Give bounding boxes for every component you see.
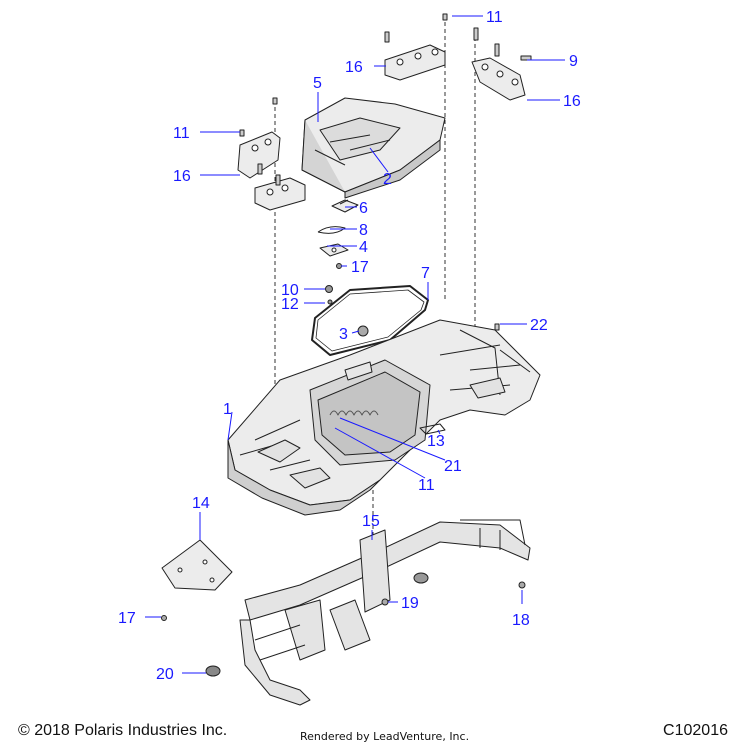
callout-12: 12 [281, 296, 299, 313]
callout-3: 3 [339, 326, 348, 343]
callout-22: 22 [530, 317, 548, 334]
callout-6: 6 [359, 200, 368, 217]
bracket-16-top [384, 44, 446, 81]
callout-19: 19 [401, 595, 419, 612]
callout-16: 16 [563, 93, 581, 110]
callout-18: 18 [512, 612, 530, 629]
spring-part-8 [317, 226, 346, 234]
small-fasteners [325, 263, 342, 305]
bracket-16-left-lower [254, 177, 306, 211]
bumper-part-3 [357, 325, 369, 337]
callout-7: 7 [421, 265, 430, 282]
fastener-part-18 [518, 581, 526, 589]
callout-2: 2 [383, 171, 392, 188]
latch-part-6 [331, 199, 359, 213]
rear-rack-part-1 [227, 319, 541, 516]
callout-10: 10 [281, 282, 299, 299]
callout-14: 14 [192, 495, 210, 512]
callout-15: 15 [362, 513, 380, 530]
callout-16: 16 [345, 59, 363, 76]
callout-9: 9 [569, 53, 578, 70]
callout-labels: 11 16 9 16 5 11 2 16 6 8 4 17 7 10 12 22… [118, 9, 581, 683]
parts-artwork [161, 13, 541, 706]
bracket-16-right [471, 57, 526, 101]
callout-leaders [145, 15, 565, 674]
callout-11: 11 [418, 477, 435, 494]
fastener-part-17b [161, 615, 167, 621]
callout-21: 21 [444, 458, 462, 475]
callout-13: 13 [427, 433, 445, 450]
callout-11: 11 [173, 125, 190, 142]
fastener-part-19 [381, 598, 389, 606]
callout-8: 8 [359, 222, 368, 239]
grommet-part [413, 572, 429, 584]
storage-cover-part [301, 97, 446, 199]
plug-part-20 [205, 665, 221, 677]
callout-20: 20 [156, 666, 174, 683]
callout-17: 17 [118, 610, 136, 627]
rendered-by-text: Rendered by LeadVenture, Inc. [300, 730, 470, 743]
bolts [239, 13, 532, 331]
callout-16: 16 [173, 168, 191, 185]
copyright-text: © 2018 Polaris Industries Inc. [18, 722, 228, 739]
callout-5: 5 [313, 75, 322, 92]
callout-4: 4 [359, 239, 368, 256]
plate-part-4 [319, 243, 349, 257]
frame-part-15 [239, 519, 531, 706]
spring-part-21 [329, 410, 379, 416]
bracket-16-left-upper [237, 131, 281, 179]
panel-part-14 [161, 539, 233, 591]
callout-11: 11 [486, 9, 503, 26]
callout-17: 17 [351, 259, 369, 276]
diagram-code: C102016 [663, 722, 728, 739]
callout-1: 1 [223, 401, 232, 418]
seal-part-7 [311, 285, 429, 356]
clip-part-13 [419, 423, 446, 435]
